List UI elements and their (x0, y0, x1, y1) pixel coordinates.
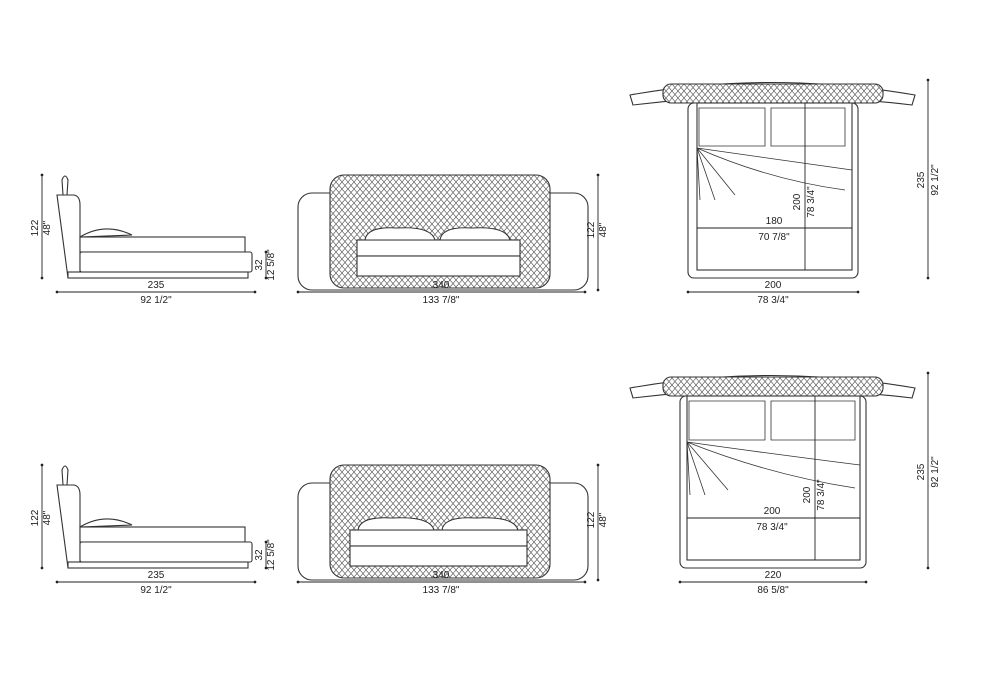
row-2: 122 48" 235 92 1/2" 32 12 5/8" 340 133 7… (30, 371, 941, 596)
base-cm: 32 (254, 549, 265, 561)
front-view: 340 133 7/8" 122 48" (296, 463, 609, 596)
plinth (67, 561, 249, 569)
mattress (79, 236, 246, 253)
headboard-handle (61, 465, 69, 486)
bed-base (356, 255, 521, 277)
duvet-folds (696, 147, 853, 201)
mattress (696, 102, 853, 271)
width-cm: 200 (765, 280, 782, 291)
mattress (686, 395, 861, 561)
width-in: 86 5/8" (757, 585, 789, 596)
width-in: 133 7/8" (423, 295, 460, 306)
mattress-width-in: 70 7/8" (758, 232, 790, 243)
length-in: 92 1/2" (930, 164, 941, 196)
mattress (79, 526, 246, 543)
bed-base (79, 251, 253, 273)
width-in: 78 3/4" (757, 295, 789, 306)
mattress-length-cm: 200 (802, 486, 813, 503)
top-view: 200 78 3/4" 200 78 3/4" 220 86 5/8" 235 … (629, 371, 941, 596)
height-in: 48" (42, 220, 53, 235)
mattress-length-in: 78 3/4" (806, 186, 817, 218)
top-view: 180 70 7/8" 200 78 3/4" 200 78 3/4" 235 … (629, 78, 941, 306)
height-in: 48" (598, 222, 609, 237)
plinth (67, 271, 249, 279)
mattress-length-in: 78 3/4" (816, 479, 827, 511)
bed-base (79, 541, 253, 563)
base-in: 12 5/8" (266, 539, 277, 571)
side-view: 122 48" 235 92 1/2" 32 12 5/8" (30, 463, 277, 596)
mattress-length-cm: 200 (792, 193, 803, 210)
height-cm: 122 (30, 509, 41, 526)
length-cm: 235 (148, 280, 165, 291)
pillow-left (357, 517, 435, 531)
pillows (688, 400, 856, 441)
row-1: 122 48" 235 92 1/2" 32 12 5/8" 340 133 7… (30, 78, 941, 306)
mattress-width-in: 78 3/4" (756, 522, 788, 533)
height-in: 48" (42, 510, 53, 525)
headboard-handle (61, 175, 69, 196)
base-in: 12 5/8" (266, 249, 277, 281)
width-cm: 340 (433, 570, 450, 581)
pillows (698, 107, 846, 147)
duvet-folds (686, 441, 861, 496)
pillow-right (439, 227, 511, 241)
height-cm: 122 (30, 219, 41, 236)
height-in: 48" (598, 512, 609, 527)
front-view: 340 133 7/8" 122 48" (296, 173, 609, 306)
mattress-width-cm: 180 (766, 216, 783, 227)
headboard-side (56, 194, 81, 279)
pillow-right (441, 517, 519, 531)
mattress (349, 529, 528, 547)
length-in: 92 1/2" (140, 295, 172, 306)
length-cm: 235 (916, 171, 927, 188)
height-cm: 122 (586, 221, 597, 238)
length-in: 92 1/2" (930, 456, 941, 488)
height-cm: 122 (586, 511, 597, 528)
pillow-left (364, 227, 436, 241)
pillow (79, 228, 133, 238)
base-cm: 32 (254, 259, 265, 271)
mattress-width-cm: 200 (764, 506, 781, 517)
bed-base (349, 545, 528, 567)
side-view: 122 48" 235 92 1/2" 32 12 5/8" (30, 173, 277, 306)
headboard-side (56, 484, 81, 569)
width-cm: 340 (433, 280, 450, 291)
quilted-headboard (662, 83, 884, 104)
length-cm: 235 (148, 570, 165, 581)
width-in: 133 7/8" (423, 585, 460, 596)
pillow (79, 518, 133, 528)
width-cm: 220 (765, 570, 782, 581)
mattress (356, 239, 521, 257)
quilted-headboard (662, 376, 884, 397)
length-cm: 235 (916, 463, 927, 480)
length-in: 92 1/2" (140, 585, 172, 596)
